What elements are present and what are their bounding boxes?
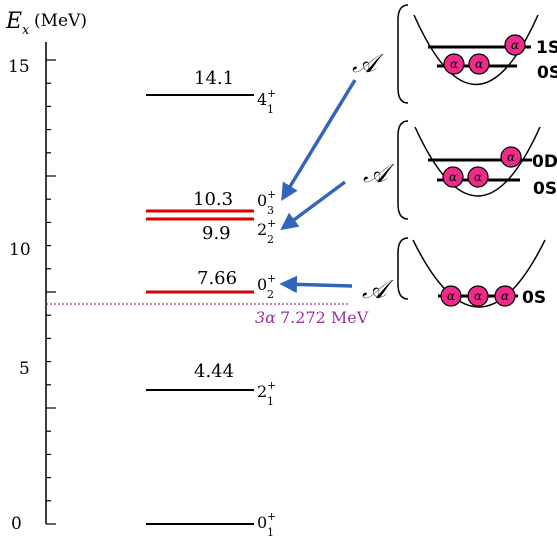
level-index: 1: [267, 526, 274, 539]
axis-symbol: E: [5, 9, 22, 34]
level-energy: 4.44: [194, 361, 234, 382]
level-parity: +: [267, 272, 276, 285]
level-2-2: 9.9 2 + 2: [146, 217, 276, 246]
configuration-panel-0s: α α α 0S: [397, 237, 546, 308]
left-bracket: [397, 237, 409, 300]
orbit-label: 1S: [536, 38, 557, 58]
svg-text:α: α: [449, 170, 457, 184]
antisymmetrizer-symbol: 𝒜: [352, 49, 384, 79]
left-bracket: [397, 4, 409, 104]
orbit-label: 0S: [537, 63, 557, 83]
axis-ticks: [46, 59, 56, 525]
level-parity: +: [267, 87, 276, 100]
arrow-to-0-3: [281, 79, 357, 201]
level-energy: 14.1: [194, 68, 234, 89]
left-bracket: [397, 120, 409, 220]
level-index: 2: [267, 288, 274, 301]
configuration-panel-1s: α α α 1S 0S: [397, 4, 557, 104]
potential-well: [412, 239, 546, 308]
level-0-3: 10.3 0 + 3: [146, 188, 276, 217]
axis-subscript: x: [22, 23, 30, 38]
three-alpha-threshold: 3α 7.272 MeV: [46, 303, 369, 327]
level-spin: 0: [257, 513, 267, 532]
antisymmetrizer-symbol: 𝒜: [362, 275, 394, 305]
level-spin: 4: [257, 90, 267, 109]
svg-text:α: α: [501, 289, 509, 303]
tick-label-5: 5: [19, 359, 30, 379]
orbit-label: 0S: [522, 288, 546, 308]
arrow-to-0-2: [279, 275, 353, 294]
svg-text:α: α: [475, 57, 483, 71]
level-index: 1: [267, 103, 274, 116]
level-parity: +: [267, 379, 276, 392]
svg-text:α: α: [474, 170, 482, 184]
level-index: 2: [267, 233, 274, 246]
level-index: 1: [267, 395, 274, 408]
alpha-cluster: α: [468, 53, 490, 75]
level-spin: 0: [257, 191, 267, 210]
svg-text:α: α: [511, 38, 519, 52]
level-spin: 2: [257, 220, 267, 239]
arrow-to-2-2: [280, 180, 347, 231]
threshold-value: 7.272 MeV: [280, 308, 369, 327]
level-0-2: 7.66 0 + 2: [146, 268, 276, 301]
potential-well: [414, 126, 541, 197]
level-energy: 7.66: [197, 268, 237, 289]
svg-text:α: α: [507, 150, 515, 164]
alpha-cluster: α: [467, 166, 489, 188]
level-0-1: 0 + 1: [146, 510, 276, 539]
threshold-label: 3α: [255, 308, 276, 327]
svg-text:α: α: [450, 57, 458, 71]
tick-label-10: 10: [9, 240, 31, 260]
level-index: 3: [267, 204, 274, 217]
orbit-label: 0D: [532, 152, 557, 172]
alpha-cluster: α: [494, 285, 516, 307]
level-parity: +: [267, 188, 276, 201]
level-parity: +: [267, 217, 276, 230]
alpha-cluster: α: [440, 285, 462, 307]
configuration-panel-0d: α α α 0D 0S: [397, 120, 557, 220]
svg-text:α: α: [447, 289, 455, 303]
tick-label-15: 15: [8, 57, 30, 77]
level-energy: 9.9: [202, 223, 231, 244]
level-spin: 0: [257, 275, 267, 294]
arrows: [279, 79, 357, 294]
tick-label-0: 0: [11, 514, 22, 534]
alpha-cluster: α: [504, 34, 526, 56]
level-2-1: 4.44 2 + 1: [146, 361, 276, 408]
alpha-cluster: α: [442, 166, 464, 188]
alpha-cluster: α: [443, 53, 465, 75]
orbit-label: 0S: [533, 179, 557, 199]
axis-unit: (MeV): [34, 11, 87, 31]
alpha-cluster: α: [500, 146, 522, 168]
level-energy: 10.3: [193, 189, 233, 210]
energy-axis: E x (MeV) 0 5 10 15: [5, 9, 87, 534]
level-4-1: 14.1 4 + 1: [146, 68, 276, 116]
svg-text:α: α: [474, 289, 482, 303]
level-spin: 2: [257, 382, 267, 401]
alpha-cluster: α: [467, 285, 489, 307]
antisymmetrizer-symbol: 𝒜: [363, 159, 395, 189]
level-parity: +: [267, 510, 276, 523]
